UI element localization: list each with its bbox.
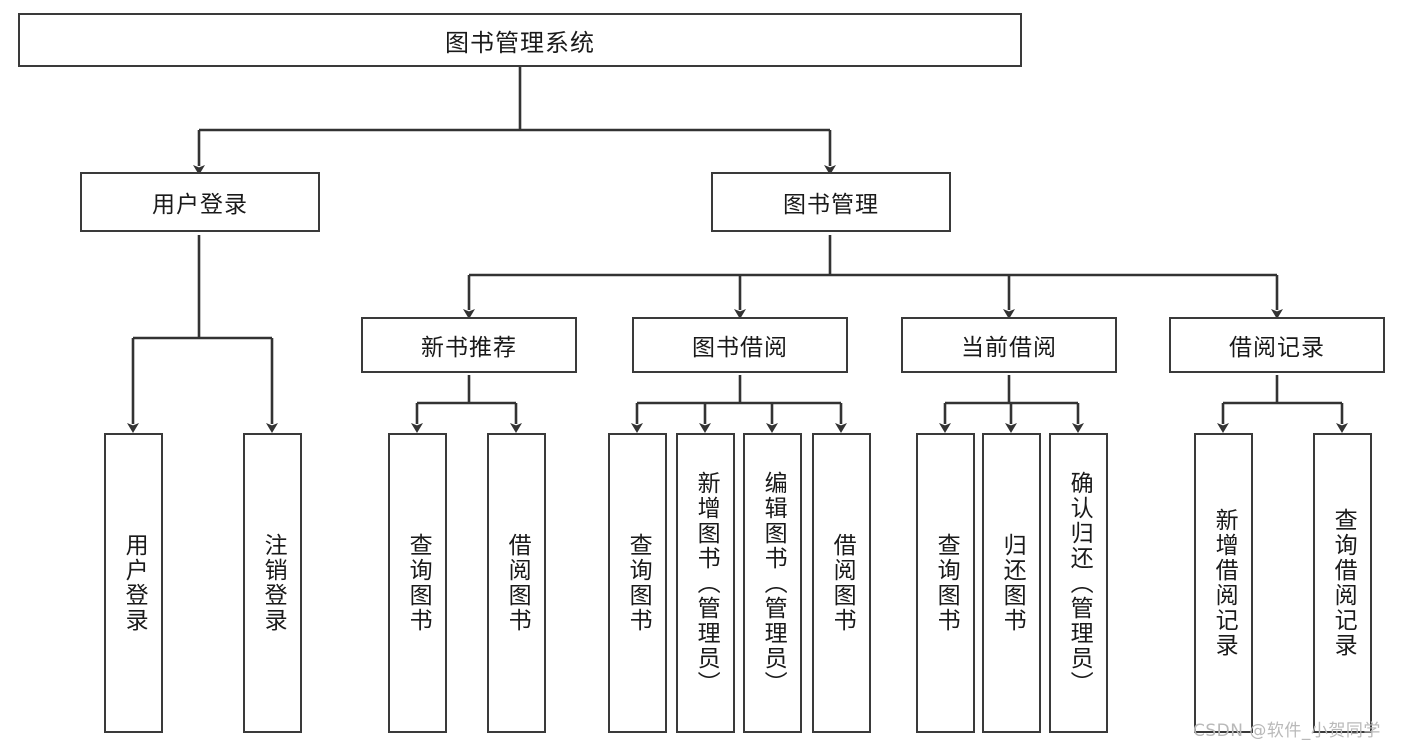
node-label: 查询图书 bbox=[405, 533, 432, 633]
node-label: 确认归还（管理员） bbox=[1066, 470, 1093, 696]
node-label: 注销登录 bbox=[260, 533, 287, 633]
node-leaf-add-book[interactable]: 新增图书（管理员） bbox=[676, 433, 735, 733]
node-label: 用户登录 bbox=[121, 533, 148, 633]
node-label: 借阅图书 bbox=[829, 533, 856, 633]
node-current-borrow[interactable]: 当前借阅 bbox=[901, 317, 1117, 373]
node-label: 借阅记录 bbox=[1229, 335, 1325, 361]
node-leaf-confirm-return[interactable]: 确认归还（管理员） bbox=[1049, 433, 1108, 733]
node-label: 新书推荐 bbox=[421, 335, 517, 361]
node-label: 图书借阅 bbox=[692, 335, 788, 361]
node-label: 查询借阅记录 bbox=[1330, 508, 1357, 658]
node-user-login[interactable]: 用户登录 bbox=[80, 172, 320, 232]
node-leaf-query-book-2[interactable]: 查询图书 bbox=[608, 433, 667, 733]
node-leaf-user-login[interactable]: 用户登录 bbox=[104, 433, 163, 733]
node-root-book-management-system[interactable]: 图书管理系统 bbox=[18, 13, 1022, 67]
node-leaf-query-record[interactable]: 查询借阅记录 bbox=[1313, 433, 1372, 733]
node-label: 新增图书（管理员） bbox=[693, 470, 720, 696]
node-book-management[interactable]: 图书管理 bbox=[711, 172, 951, 232]
node-leaf-add-record[interactable]: 新增借阅记录 bbox=[1194, 433, 1253, 733]
node-leaf-edit-book[interactable]: 编辑图书（管理员） bbox=[743, 433, 802, 733]
node-new-book-recommend[interactable]: 新书推荐 bbox=[361, 317, 577, 373]
node-label: 新增借阅记录 bbox=[1211, 508, 1238, 658]
node-label: 编辑图书（管理员） bbox=[760, 470, 787, 696]
node-label: 查询图书 bbox=[625, 533, 652, 633]
node-label: 归还图书 bbox=[999, 533, 1026, 633]
node-borrow-record[interactable]: 借阅记录 bbox=[1169, 317, 1385, 373]
node-label: 查询图书 bbox=[933, 533, 960, 633]
node-leaf-query-book-3[interactable]: 查询图书 bbox=[916, 433, 975, 733]
node-leaf-return-book[interactable]: 归还图书 bbox=[982, 433, 1041, 733]
node-label: 当前借阅 bbox=[961, 335, 1057, 361]
node-leaf-query-book-1[interactable]: 查询图书 bbox=[388, 433, 447, 733]
node-label: 图书管理 bbox=[783, 192, 879, 218]
node-leaf-borrow-book-1[interactable]: 借阅图书 bbox=[487, 433, 546, 733]
node-label: 用户登录 bbox=[152, 192, 248, 218]
node-leaf-borrow-book-2[interactable]: 借阅图书 bbox=[812, 433, 871, 733]
node-book-borrow[interactable]: 图书借阅 bbox=[632, 317, 848, 373]
node-leaf-logout-login[interactable]: 注销登录 bbox=[243, 433, 302, 733]
node-label: 图书管理系统 bbox=[445, 28, 595, 57]
node-label: 借阅图书 bbox=[504, 533, 531, 633]
